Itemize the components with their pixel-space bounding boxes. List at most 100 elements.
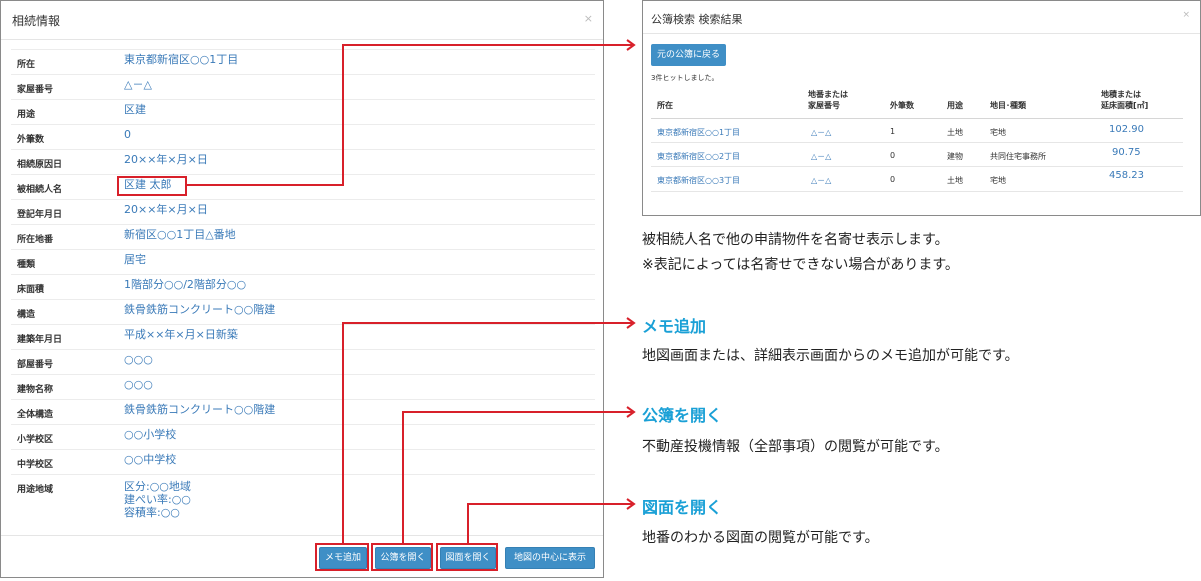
inheritance-info-dialog: 相続情報 × 所在 東京都新宿区○○1丁目 家屋番号 △－△ 用途 区建 外筆数 0 相… (0, 0, 604, 578)
arrow-head-icon (626, 39, 636, 51)
row-value: △－△ (124, 78, 152, 91)
zumen-heading: 図面を開く (642, 498, 723, 517)
koubo-description: 不動産投機情報（全部事項）の閲覧が可能です。 (642, 439, 949, 455)
arrow-head-icon (626, 406, 636, 418)
decedent-name[interactable]: 区建 太郎 (124, 178, 172, 191)
row-value: 20××年×月×日 (124, 203, 208, 216)
table-cell: 土地 (947, 176, 963, 185)
table-divider (651, 118, 1183, 119)
row-label: 建築年月日 (17, 335, 63, 345)
table-cell: △－△ (811, 152, 832, 161)
row-value: 区建 (124, 103, 146, 116)
row-label: 所在 (17, 60, 36, 70)
row-label: 登記年月日 (17, 210, 63, 220)
highlight-memo (315, 543, 369, 571)
highlight-koubo (371, 543, 433, 571)
close-icon[interactable]: × (1182, 10, 1190, 20)
row-label: 床面積 (17, 285, 45, 295)
column-header: 家屋番号 (808, 101, 840, 110)
row-label: 構造 (17, 310, 36, 320)
open-koubo-button[interactable]: 公簿を開く (375, 547, 431, 569)
arrow-head-icon (626, 498, 636, 510)
info-row: 家屋番号 △－△ (11, 74, 595, 99)
row-value: 居宅 (124, 253, 146, 266)
connector (342, 44, 632, 46)
row-label: 外筆数 (17, 135, 45, 145)
info-row: 全体構造鉄骨鉄筋コンクリート○○階建 (11, 399, 595, 424)
connector (187, 184, 343, 186)
close-icon[interactable]: × (583, 12, 593, 25)
table-cell: 90.75 (1112, 147, 1141, 158)
info-row: 建築年月日平成××年×月×日新築 (11, 324, 595, 349)
result-location-link[interactable]: 東京都新宿区○○2丁目 (657, 152, 741, 161)
dialog-footer (1, 535, 603, 536)
info-row: 建物名称 ○○○ (11, 374, 595, 399)
table-divider (651, 142, 1183, 143)
row-label: 種類 (17, 260, 36, 270)
row-label: 小学校区 (17, 435, 54, 445)
highlight-zumen (436, 543, 498, 571)
info-row: 所在 東京都新宿区○○1丁目 (11, 49, 595, 74)
connector (402, 411, 404, 544)
connector (402, 411, 632, 413)
row-value: ○○○ (124, 378, 153, 391)
row-value: ○○○ (124, 353, 153, 366)
table-cell: 建物 (947, 152, 963, 161)
dialog-header: 相続情報 × (1, 1, 603, 40)
dialog-title: 相続情報 (12, 14, 61, 28)
info-row: 外筆数 0 (11, 124, 595, 149)
row-label: 相続原因日 (17, 160, 63, 170)
row-label: 家屋番号 (17, 85, 54, 95)
arrow-head-icon (626, 317, 636, 329)
column-header: 外筆数 (890, 101, 914, 110)
zumen-description: 地番のわかる図面の閲覧が可能です。 (642, 530, 879, 546)
column-header: 地番または (808, 90, 848, 99)
row-label: 建物名称 (17, 385, 54, 395)
connector (467, 503, 469, 544)
table-cell: 1 (890, 127, 896, 136)
search-result-dialog: 公簿検索 検索結果 × 元の公簿に戻る 3件ヒットしました。 所在 地番または … (642, 0, 1201, 216)
row-value: ○○中学校 (124, 453, 177, 466)
info-row: 中学校区○○中学校 (11, 449, 595, 474)
row-value: 東京都新宿区○○1丁目 (124, 53, 239, 66)
row-value: 区分:○○地域 (124, 480, 191, 493)
row-value: 0 (124, 128, 131, 141)
info-row: 被相続人名区建 太郎 (11, 174, 595, 199)
column-header: 所在 (657, 101, 673, 110)
info-row: 小学校区 ○○小学校 (11, 424, 595, 449)
row-value: 建ぺい率:○○ (124, 493, 191, 506)
table-divider (651, 166, 1183, 167)
table-cell: △－△ (811, 128, 832, 137)
result-location-link[interactable]: 東京都新宿区○○3丁目 (657, 176, 741, 185)
table-cell: 0 (890, 175, 896, 184)
add-memo-button[interactable]: メモ追加 (319, 547, 367, 569)
open-zumen-button[interactable]: 図面を開く (440, 547, 496, 569)
row-label: 所在地番 (17, 235, 54, 245)
column-header: 地積または (1101, 90, 1141, 99)
table-cell: 102.90 (1109, 124, 1144, 135)
row-label: 用途 (17, 110, 36, 120)
row-label: 部屋番号 (17, 360, 54, 370)
column-header: 延床面積[㎡] (1101, 101, 1149, 110)
info-row: 登記年月日 20××年×月×日 (11, 199, 595, 224)
column-header: 地目･種類 (990, 101, 1026, 110)
table-cell: 宅地 (990, 128, 1006, 137)
row-value: 新宿区○○1丁目△番地 (124, 228, 236, 241)
row-value: 容積率:○○ (124, 506, 180, 519)
center-map-button[interactable]: 地図の中心に表示 (505, 547, 595, 569)
result-location-link[interactable]: 東京都新宿区○○1丁目 (657, 128, 741, 137)
table-cell: 宅地 (990, 176, 1006, 185)
table-cell: 0 (890, 151, 896, 160)
connector (342, 322, 344, 544)
info-row: 構造鉄骨鉄筋コンクリート○○階建 (11, 299, 595, 324)
memo-heading: メモ追加 (642, 317, 707, 336)
row-value: 鉄骨鉄筋コンクリート○○階建 (124, 403, 276, 416)
info-row: 部屋番号 ○○○ (11, 349, 595, 374)
row-value: 20××年×月×日 (124, 153, 208, 166)
table-cell: 共同住宅事務所 (990, 152, 1046, 161)
back-to-koubo-button[interactable]: 元の公簿に戻る (651, 44, 727, 66)
dialog-header: 公簿検索 検索結果 × (643, 1, 1200, 34)
connector (342, 322, 632, 324)
row-value: ○○小学校 (124, 428, 177, 441)
